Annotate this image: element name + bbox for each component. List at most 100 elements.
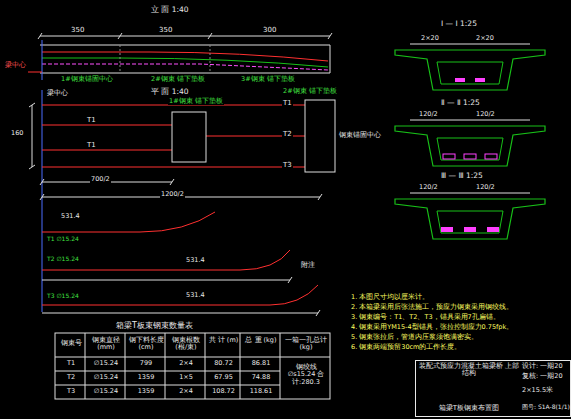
title-text: 复核: 一期20 [522,373,563,380]
drawing-label: T2 [55,374,87,381]
quantity-table [55,357,330,358]
elevation-view [42,64,328,70]
drawing-label: 共 计 (m) [205,337,242,344]
drawing-label: 钢束根数 (根/束) [165,337,207,352]
drawing-label: ∅15.24 [85,360,127,367]
drawing-label: 531.4 [185,292,206,299]
plan-view [42,150,172,151]
centerline [42,90,43,312]
tendon-profiles [42,280,290,281]
drawing-label: 梁中心 [46,90,69,97]
drawing-label: 2#钢束 锚下垫板 [150,76,206,83]
cross-sections [485,154,497,159]
elevation-view [28,33,332,80]
drawing-label: 钢绞线∅s15.24 合计:280.3 [281,364,331,386]
drawing-label: 2. 本箱梁采用后张法施工，预应力钢束采用钢绞线。 [350,304,514,311]
drawing-label: 钢束号 [55,340,87,347]
drawing-label: 2×20 [420,35,440,42]
cross-sections [395,126,545,166]
drawing-label: 3#钢束 锚下垫板 [240,76,296,83]
drawing-label: 立 面 1:40 [150,6,190,15]
elevation-view [210,45,211,73]
drawing-label: T1 [282,99,293,107]
cross-sections [464,227,476,232]
drawing-label: 300 [262,26,277,34]
drawing-label: 120/2 [418,111,439,118]
drawing-label: 6. 钢束两端预留30cm的工作长度。 [350,344,462,351]
cross-sections [487,227,499,232]
drawing-label: T1 [86,141,97,149]
drawing-label: 钢束直径 (mm) [85,337,127,352]
drawing-label: 钢下料长度 (cm) [125,337,167,352]
tendon-profiles [42,212,215,232]
drawing-label: 120/2 [475,184,496,191]
tendon-profiles [288,277,292,283]
drawing-label: T3 ∅15.24 [46,293,80,300]
title-block: 装配式预应力混凝土箱梁桥 上部结构设计: 一期20 复核: 一期20 2×15.5米… [415,360,571,417]
plan-view [32,105,33,167]
quantity-table [165,333,166,399]
quantity-table [55,371,280,372]
cross-sections [395,44,545,239]
cross-sections [410,120,530,121]
drawing-label: T3 [282,161,293,169]
drawing-label: 总 重 (kg) [240,337,282,344]
drawing-label: Ⅱ — Ⅱ 1:25 [440,99,481,108]
drawing-label: 5. 钢束张拉后，管道内压浆须饱满密实。 [350,334,479,341]
drawing-label: T1 [86,116,97,124]
drawing-label: 350 [70,26,85,34]
drawing-label: T1 [55,360,87,367]
tendon-profiles [42,212,320,316]
drawing-label: 1#钢束锚固中心 [60,76,114,83]
drawing-label: 118.61 [240,388,282,395]
drawing-label: 2×4 [165,360,207,367]
plan-view [42,167,305,168]
cross-sections [410,193,530,194]
elevation-view [40,45,330,46]
elevation-view [40,36,330,37]
drawing-label: 531.4 [185,257,206,264]
drawing-label: 平 面 1:40 [150,88,190,97]
drawing-label: ∅15.24 [85,388,127,395]
cross-sections [464,154,476,159]
drawing-label: 108.72 [205,388,242,395]
title-text: 装配式预应力混凝土箱梁桥 上部结构 [418,363,520,378]
drawing-label: 箱梁T板束钢束数量表 [115,321,194,330]
drawing-label: 160 [10,130,24,137]
elevation-view [42,52,328,61]
drawing-label: 3. 钢束编号：T1、T2、T3，锚具采用7孔扁锚。 [350,314,501,321]
drawing-label: T3 [55,388,87,395]
elevation-view [330,45,331,73]
drawing-label: 350 [158,26,173,34]
plan-view [29,90,335,312]
title-text: 2×15.5米 [522,387,553,394]
title-text: 设计: 一期20 [522,363,563,370]
cross-sections [395,50,545,90]
title-text: 箱梁T板钢束布置图 [418,404,520,412]
drawing-label: Ⅲ — Ⅲ 1:25 [440,172,484,181]
drawing-label: 700/2 [90,176,111,183]
quantity-table [240,333,241,399]
quantity-table [125,333,126,399]
drawing-label: 附注 [300,262,316,269]
drawing-label: 1#钢束 锚下垫板 [168,98,224,105]
quantity-table [85,333,86,399]
drawing-label: 1359 [125,388,167,395]
drawing-label: 1359 [125,374,167,381]
drawing-label: 2#钢束 锚下垫板 [282,88,338,95]
quantity-table [55,385,280,386]
cross-sections [455,78,465,82]
drawing-label: 1200/2 [160,191,185,198]
tendon-profiles [42,313,318,314]
drawing-label: 120/2 [418,184,439,191]
drawing-label: 梁中心 [4,62,27,69]
elevation-view [120,45,121,73]
tendon-profiles [42,285,318,305]
drawing-label: ∅15.24 [85,374,127,381]
drawing-label: 1×5 [165,374,207,381]
drawing-label: 799 [125,360,167,367]
drawing-label: 2×4 [165,388,207,395]
cross-sections [475,78,485,82]
